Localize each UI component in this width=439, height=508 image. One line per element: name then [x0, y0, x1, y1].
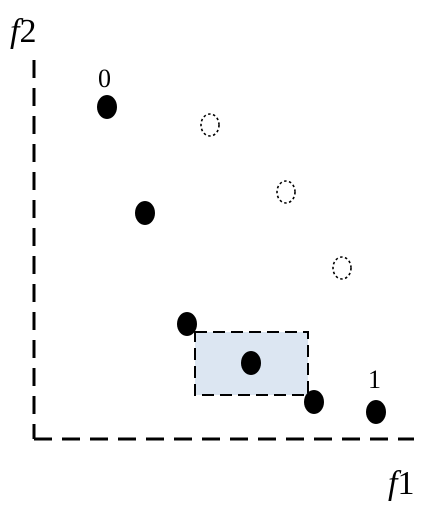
point-label-start: 0 [98, 64, 111, 93]
highlight-box [194, 331, 309, 396]
solid-point-0 [97, 95, 117, 119]
solid-point-5 [366, 400, 386, 424]
dotted-point-2 [332, 256, 352, 280]
solid-point-3 [241, 351, 261, 375]
dotted-point-1 [276, 180, 296, 204]
solid-point-2 [177, 312, 197, 336]
dotted-point-0 [200, 113, 220, 137]
points-layer [97, 95, 386, 424]
solid-point-4 [304, 390, 324, 414]
solid-point-1 [135, 201, 155, 225]
x-axis-label: f1 [388, 465, 414, 502]
point-label-end: 1 [368, 365, 381, 394]
y-axis-label: f2 [10, 13, 36, 50]
